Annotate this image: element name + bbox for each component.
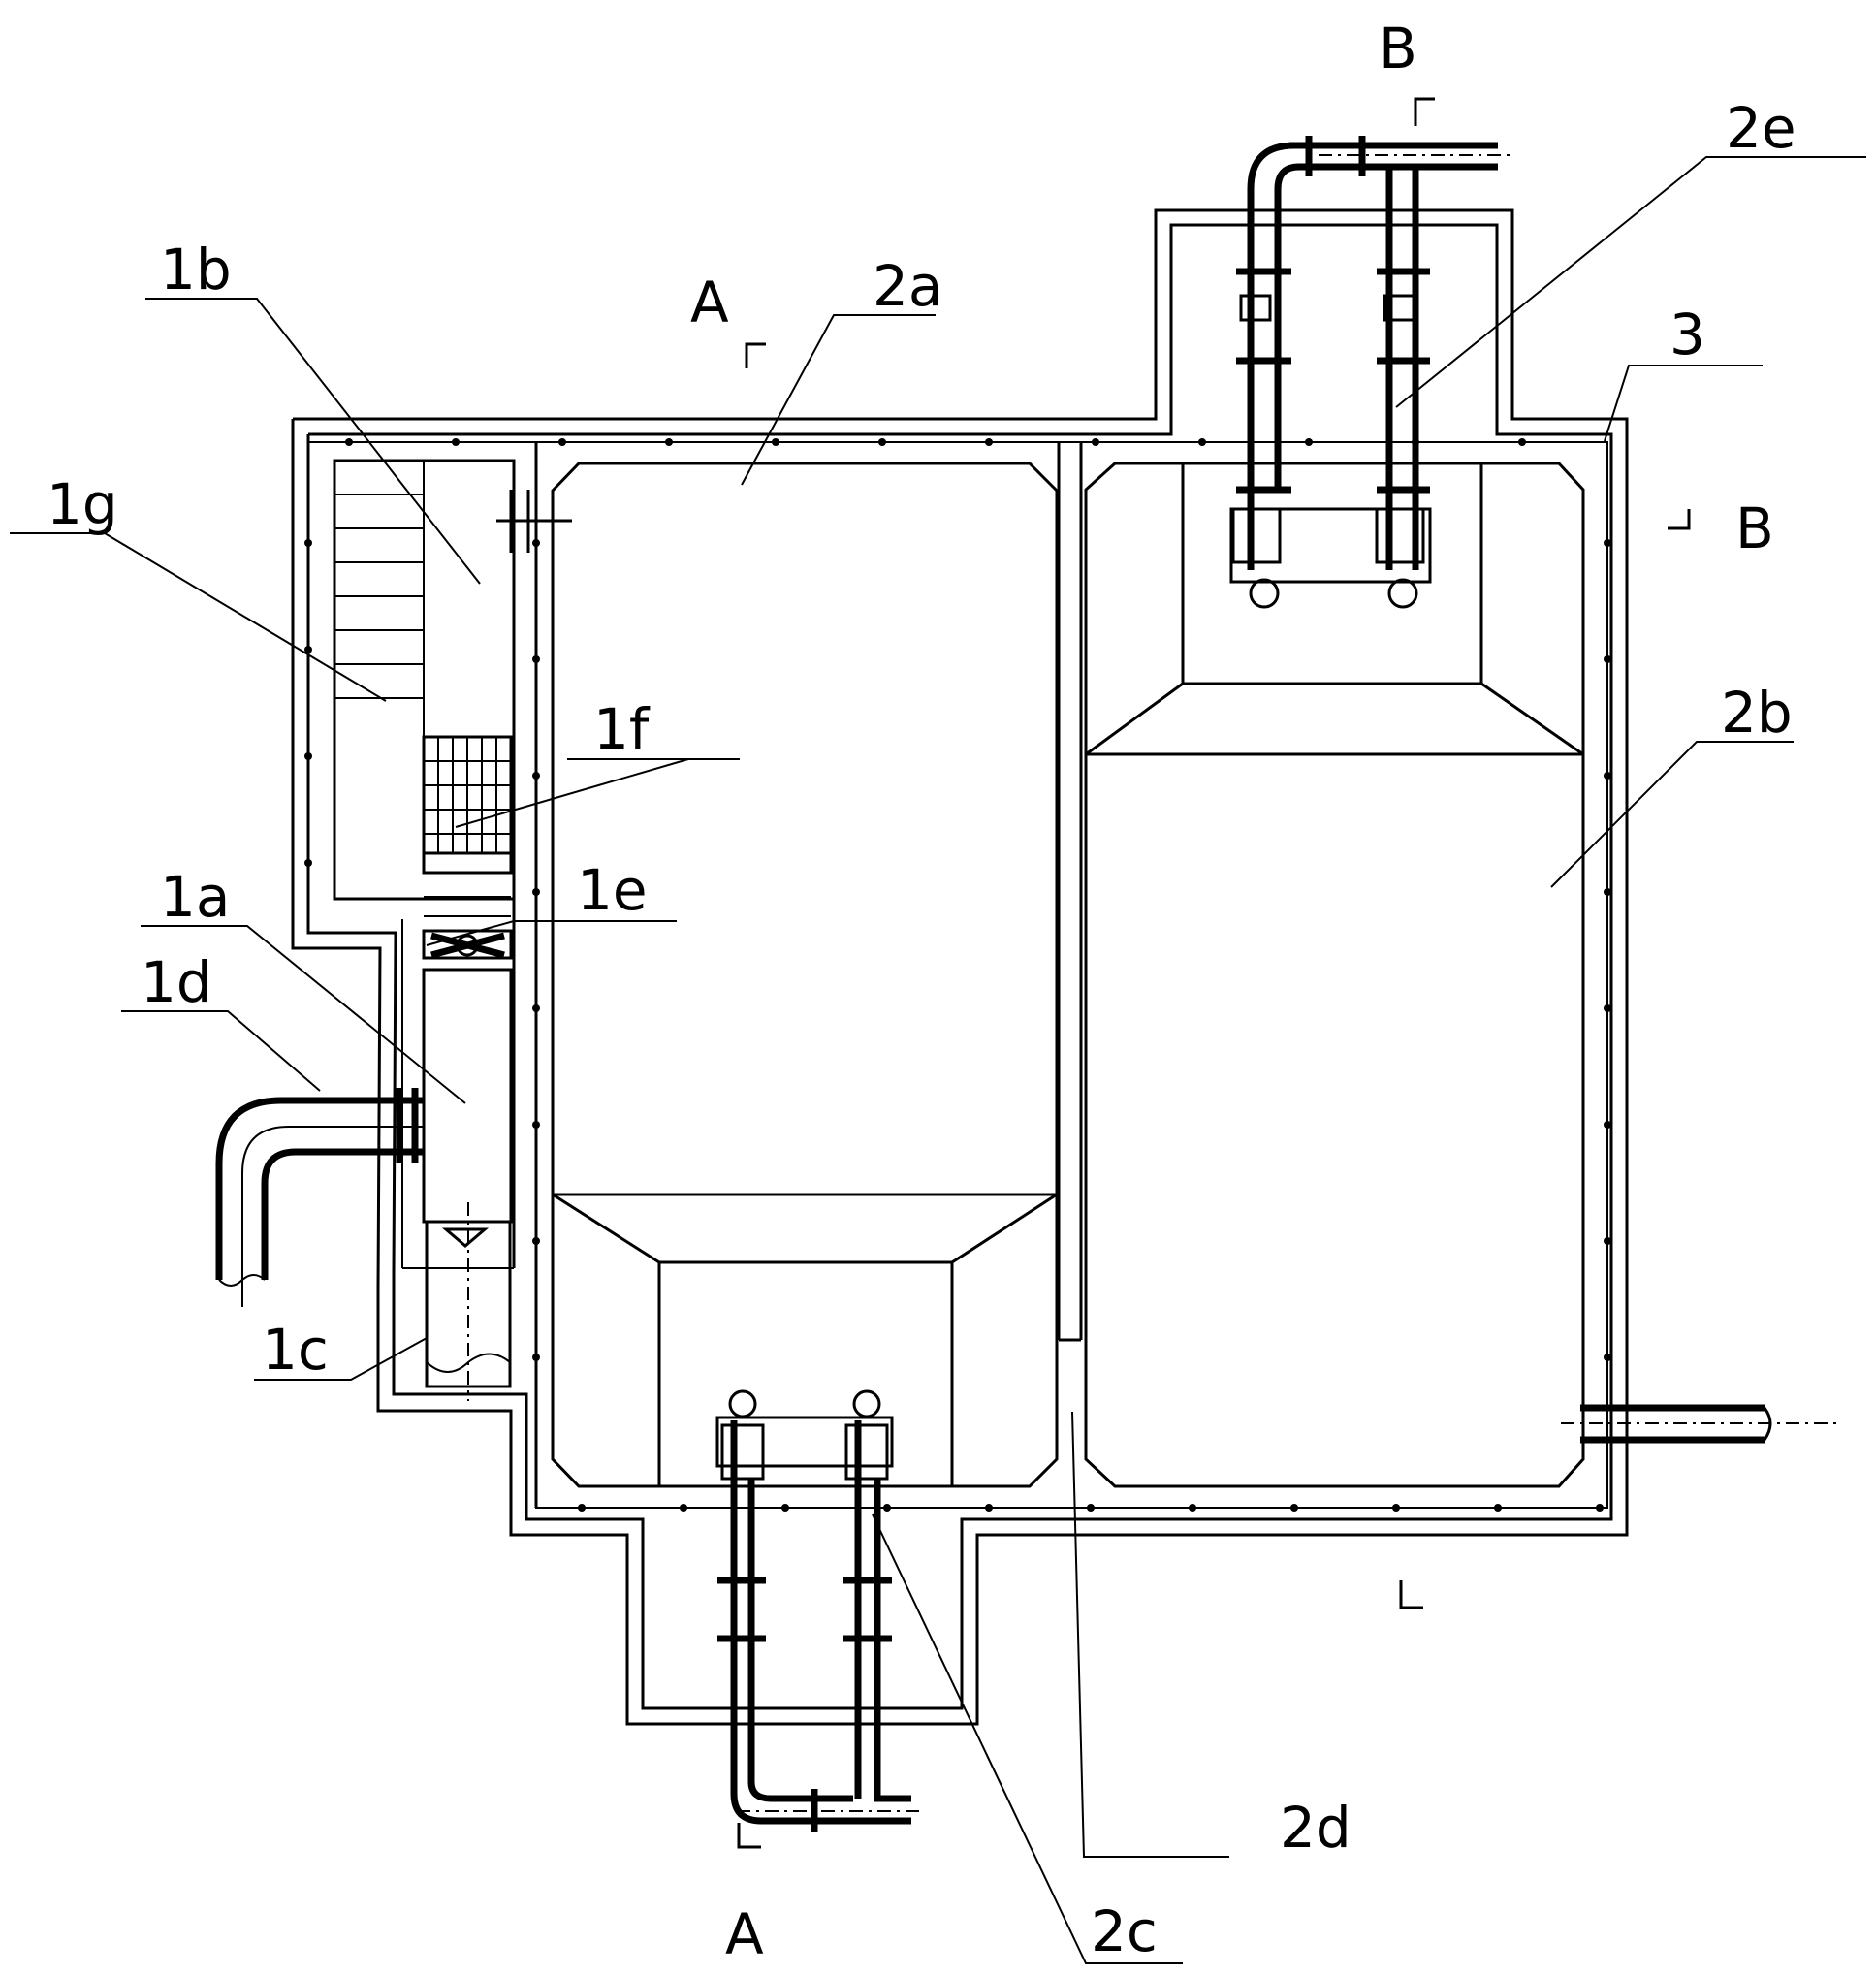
top-sludge-pipes xyxy=(1229,136,1512,609)
rebar-dot xyxy=(1518,438,1526,446)
screen-grid xyxy=(422,735,513,855)
rebar-dot xyxy=(1604,888,1611,896)
rebar-dot xyxy=(883,1504,891,1512)
rebar-dot xyxy=(1494,1504,1502,1512)
label-1a: 1a xyxy=(160,864,230,930)
rebar-dot xyxy=(772,438,779,446)
rebar-dot xyxy=(532,772,540,780)
rebar-dot xyxy=(304,539,312,547)
section-a-bottom: A xyxy=(725,1901,764,1967)
rebar-dot xyxy=(304,859,312,867)
rebar-dot xyxy=(1604,1354,1611,1361)
rebar-dot xyxy=(1604,1237,1611,1245)
right-outlet-pipe xyxy=(1561,1404,1842,1444)
label-1g: 1g xyxy=(47,471,118,537)
section-a-top: A xyxy=(690,270,729,335)
rebar-dot xyxy=(532,1004,540,1012)
label-2a: 2a xyxy=(873,253,942,319)
rebar-dot xyxy=(452,438,460,446)
rebar-dot xyxy=(1392,1504,1400,1512)
bottom-sludge-pipes xyxy=(715,1389,921,1832)
rebar-dot xyxy=(665,438,673,446)
rebar-dots xyxy=(304,438,1611,1512)
callout-labels: 1b 1g 1f 1e 1a 1d 1c 2a 2b 2e 3 2d 2c A … xyxy=(47,16,1797,1967)
rebar-dot xyxy=(680,1504,687,1512)
rebar-dot xyxy=(781,1504,789,1512)
section-marks xyxy=(737,97,1691,1849)
rebar-dot xyxy=(1604,1004,1611,1012)
stair-steps xyxy=(334,461,425,737)
label-3: 3 xyxy=(1669,302,1705,367)
rebar-dot xyxy=(1604,1121,1611,1129)
rebar-dot xyxy=(532,1354,540,1361)
section-b-top: B xyxy=(1379,16,1417,81)
rebar-dot xyxy=(304,752,312,760)
divider-wall xyxy=(1057,442,1083,1342)
label-2e: 2e xyxy=(1726,95,1797,161)
rebar-dot xyxy=(304,646,312,653)
rebar-dot xyxy=(1290,1504,1298,1512)
label-1f: 1f xyxy=(593,696,651,762)
inlet-pipe xyxy=(215,1088,424,1307)
rebar-dot xyxy=(985,438,993,446)
rebar-dot xyxy=(1604,655,1611,663)
left-channel xyxy=(333,442,572,1508)
label-2d: 2d xyxy=(1280,1795,1351,1861)
rebar-dot xyxy=(345,438,353,446)
grinder-unit xyxy=(422,851,513,960)
rebar-dot xyxy=(1305,438,1313,446)
rebar-dot xyxy=(578,1504,586,1512)
rebar-dot xyxy=(878,438,886,446)
rebar-dot xyxy=(532,1121,540,1129)
rebar-dot xyxy=(1604,772,1611,780)
label-2c: 2c xyxy=(1091,1898,1158,1964)
label-1c: 1c xyxy=(262,1317,329,1383)
rebar-dot xyxy=(1412,438,1419,446)
rebar-dot xyxy=(532,655,540,663)
rebar-dot xyxy=(985,1504,993,1512)
rebar-dot xyxy=(558,438,566,446)
label-1d: 1d xyxy=(141,949,212,1015)
label-1b: 1b xyxy=(160,237,232,303)
tank-2a xyxy=(551,462,1059,1488)
lift-chamber xyxy=(422,968,513,1224)
section-b-right: B xyxy=(1735,495,1774,561)
outlet-pipe xyxy=(425,1202,512,1401)
rebar-dot xyxy=(1604,539,1611,547)
rebar-dot xyxy=(1092,438,1099,446)
rebar-dot xyxy=(532,888,540,896)
rebar-dot xyxy=(532,539,540,547)
tank-2b xyxy=(1084,462,1585,1488)
rebar-dot xyxy=(1087,1504,1095,1512)
rebar-dot xyxy=(1198,438,1206,446)
rebar-dot xyxy=(1189,1504,1196,1512)
outer-wall xyxy=(291,208,1629,1726)
leader-lines xyxy=(10,156,1866,1964)
rebar-dot xyxy=(1596,1504,1604,1512)
rebar-dot xyxy=(532,1237,540,1245)
label-1e: 1e xyxy=(577,857,648,923)
label-2b: 2b xyxy=(1721,680,1793,746)
